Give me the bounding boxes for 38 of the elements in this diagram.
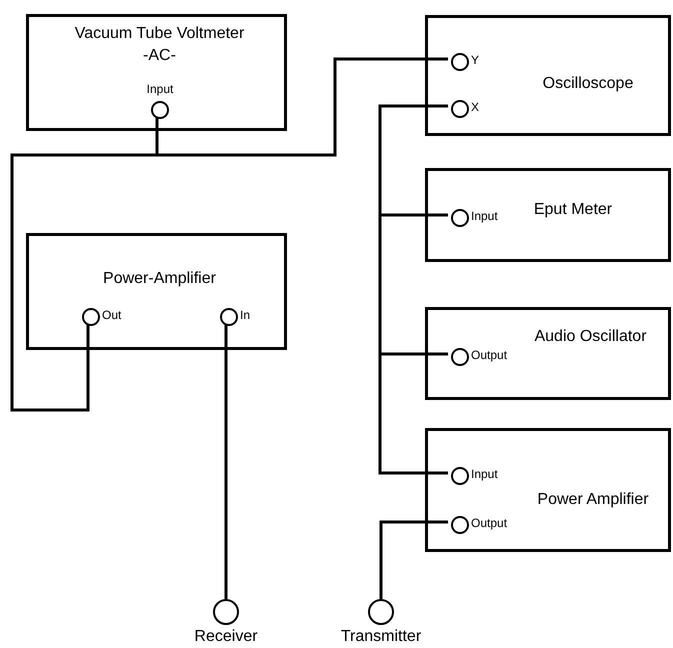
- instrument-name: Oscilloscope: [542, 74, 634, 94]
- jack-terminal: [220, 308, 238, 326]
- terminal-label: Output: [471, 517, 508, 529]
- wire: [380, 520, 448, 599]
- terminal-label: Input: [471, 210, 498, 222]
- jack-terminal: [451, 516, 469, 534]
- terminal-label: Receiver: [193, 629, 259, 645]
- jack-terminal: [82, 308, 100, 326]
- instrument-name: Audio Oscillator: [534, 327, 647, 347]
- jack-terminal: [451, 209, 469, 227]
- instrument-box: [425, 15, 671, 136]
- wire: [378, 352, 448, 474]
- terminal-label: Output: [471, 349, 508, 361]
- instrument-box: [425, 168, 671, 262]
- jack-terminal: [451, 100, 469, 118]
- instrument-name: Power Amplifier: [537, 490, 649, 510]
- jack-terminal: [213, 599, 239, 625]
- wire: [156, 58, 448, 156]
- terminal-label: Out: [102, 309, 122, 321]
- instrument-name: Power-Amplifier: [103, 269, 216, 289]
- terminal-label: X: [471, 101, 480, 113]
- jack-terminal: [368, 599, 394, 625]
- instrument-box: [425, 307, 671, 400]
- instrument-box: [26, 14, 287, 131]
- instrument-name: Eput Meter: [534, 200, 612, 220]
- instrument-box: [425, 428, 671, 552]
- terminal-label: Input: [146, 83, 174, 95]
- terminal-label: Transmitter: [340, 629, 422, 645]
- jack-terminal: [451, 53, 469, 71]
- terminal-label: Input: [471, 468, 498, 480]
- instrument-name: Vacuum Tube Voltmeter: [74, 24, 244, 44]
- jack-terminal: [451, 467, 469, 485]
- terminal-label: In: [240, 309, 250, 321]
- instrument-box: [26, 233, 287, 350]
- jack-terminal: [451, 348, 469, 366]
- terminal-label: Y: [471, 54, 480, 66]
- jack-terminal: [151, 101, 169, 119]
- instrument-name: -AC-: [143, 46, 176, 66]
